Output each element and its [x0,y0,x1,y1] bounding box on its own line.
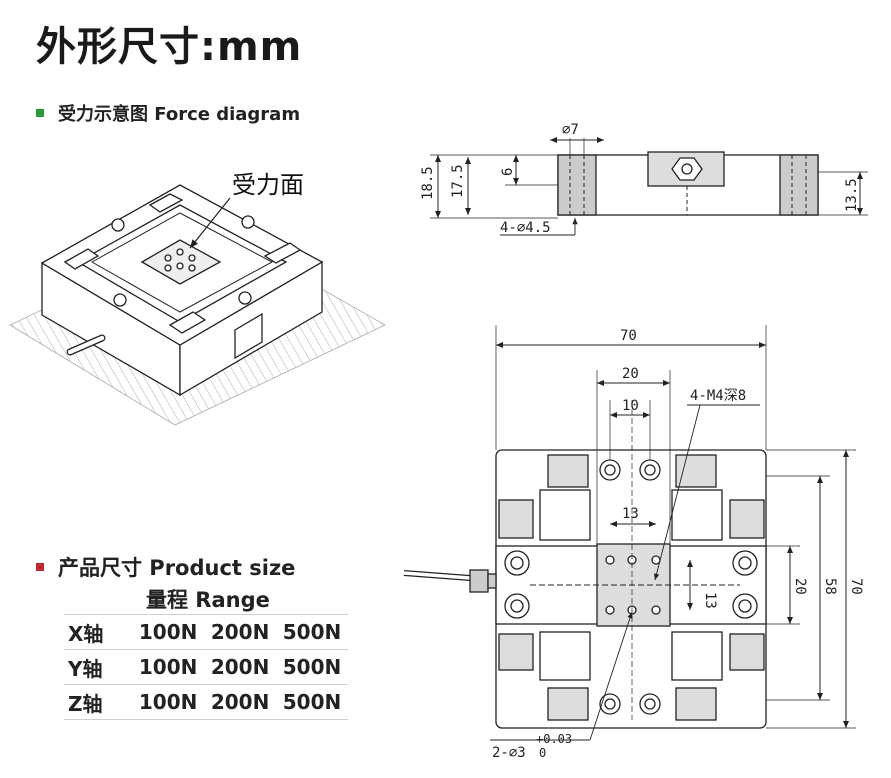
product-size-label: 产品尺寸 Product size [36,552,295,582]
dim-pitch-h: 13 [622,506,639,522]
range-table: X轴 100N 200N 500N Y轴 100N 200N 500N Z轴 1… [64,614,348,720]
dim-top-offset: 6 [500,168,516,176]
range-value: 200N [210,620,270,644]
range-value: 500N [282,620,342,644]
range-value: 200N [210,690,270,714]
force-face [140,239,222,285]
dim-inner-width: 10 [622,398,639,414]
red-bullet-icon [36,563,44,571]
range-value: 100N [138,655,198,679]
dim-thread: 4-M4深8 [690,388,746,404]
force-diagram-text: 受力示意图 Force diagram [58,104,301,125]
dim-bottom-holes: 4-⌀4.5 [500,220,551,236]
range-heading: 量程 Range [146,588,270,612]
range-row-z: Z轴 100N 200N 500N [64,684,348,720]
dim-body-height: 17.5 [450,164,466,198]
range-row-y: Y轴 100N 200N 500N [64,649,348,684]
dim-center-width: 20 [622,366,639,382]
range-value: 200N [210,655,270,679]
dim-tol-lower: 0 [539,746,546,760]
page-title: 外形尺寸:mm [36,24,303,70]
dim-pitch-v: 13 [702,592,718,609]
dim-height-20: 20 [792,578,808,595]
isometric-sensor-drawing [9,184,386,426]
force-face-annotation: 受力面 [232,171,304,199]
dim-height-58: 58 [822,578,838,595]
dim-height-70: 70 [848,578,864,595]
range-row-x: X轴 100N 200N 500N [64,614,348,649]
product-size-text: 产品尺寸 Product size [58,556,296,580]
range-value: 100N [138,620,198,644]
dim-overall-height: 18.5 [420,166,436,200]
range-value: 500N [282,690,342,714]
inner-platform-edge [90,212,274,313]
range-axis: Z轴 [68,691,103,716]
dim-tol-upper: +0.03 [536,732,572,746]
range-axis: Y轴 [68,656,103,681]
green-bullet-icon [36,109,44,117]
top-view-drawing [403,325,856,741]
dim-hole-dia: ⌀7 [562,122,579,138]
force-diagram-label: 受力示意图 Force diagram [36,100,300,126]
dim-right-height: 13.5 [844,178,860,212]
side-view-drawing [430,137,868,236]
range-axis: X轴 [68,621,104,646]
range-value: 500N [282,655,342,679]
range-value: 100N [138,690,198,714]
dim-pin-holes: 2-⌀3 [492,745,526,761]
dim-width: 70 [620,328,637,344]
